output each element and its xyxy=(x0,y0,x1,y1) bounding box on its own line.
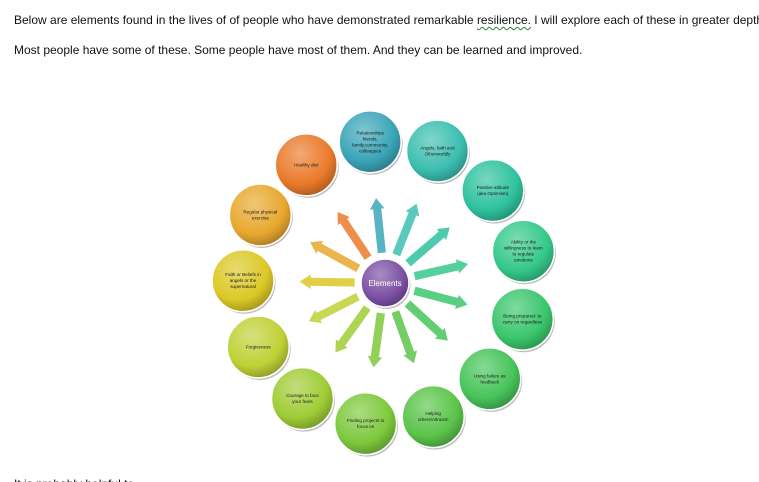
arrow-12 xyxy=(308,240,362,274)
node-label: Healthy diet xyxy=(294,162,319,167)
node-circle xyxy=(333,391,398,456)
node-circle xyxy=(460,158,525,223)
node-circle xyxy=(405,119,470,183)
arrow-5 xyxy=(412,285,469,311)
center-label: Elements xyxy=(368,279,401,288)
arrow-11 xyxy=(298,273,356,291)
arrow-4 xyxy=(412,258,470,282)
node-circle xyxy=(338,109,402,174)
element-node-3: Positive attitude(aka Optimism) xyxy=(460,158,526,224)
arrow-6 xyxy=(403,299,449,342)
element-node-10: Forgiveness xyxy=(226,315,291,380)
intro-line-2: Most people have some of these. Some peo… xyxy=(14,43,583,57)
node-circle xyxy=(270,366,335,431)
arrows-layer xyxy=(298,196,470,369)
node-label: Forgiveness xyxy=(246,345,272,350)
node-circle xyxy=(274,133,339,197)
node-circle xyxy=(491,219,556,284)
arrow-2 xyxy=(391,202,421,258)
arrow-10 xyxy=(307,291,361,324)
intro-line-1-text: Below are elements found in the lives of… xyxy=(14,13,477,27)
center-node: Elements xyxy=(360,258,411,309)
arrow-9 xyxy=(334,304,372,354)
center-circle xyxy=(360,258,410,308)
node-circle xyxy=(228,183,293,247)
node-circle xyxy=(226,315,291,379)
cut-off-text: It is probably helpful to... xyxy=(14,477,144,482)
node-circle xyxy=(457,347,522,411)
spellcheck-flagged-word: resilience. xyxy=(476,13,531,27)
arrow-8 xyxy=(366,311,386,369)
arrow-13 xyxy=(336,210,373,262)
arrow-1 xyxy=(368,196,387,255)
node-label: Positive attitude(aka Optimism) xyxy=(477,185,510,196)
arrow-3 xyxy=(404,226,451,268)
intro-line-1: Below are elements found in the lives of… xyxy=(14,13,759,27)
node-circle xyxy=(401,384,466,449)
arrow-7 xyxy=(390,309,419,365)
element-node-13: Healthy diet xyxy=(274,133,339,198)
node-circle xyxy=(211,248,275,313)
intro-line-1-rest: I will explore each of these in greater … xyxy=(530,13,759,27)
node-circle xyxy=(490,287,555,351)
